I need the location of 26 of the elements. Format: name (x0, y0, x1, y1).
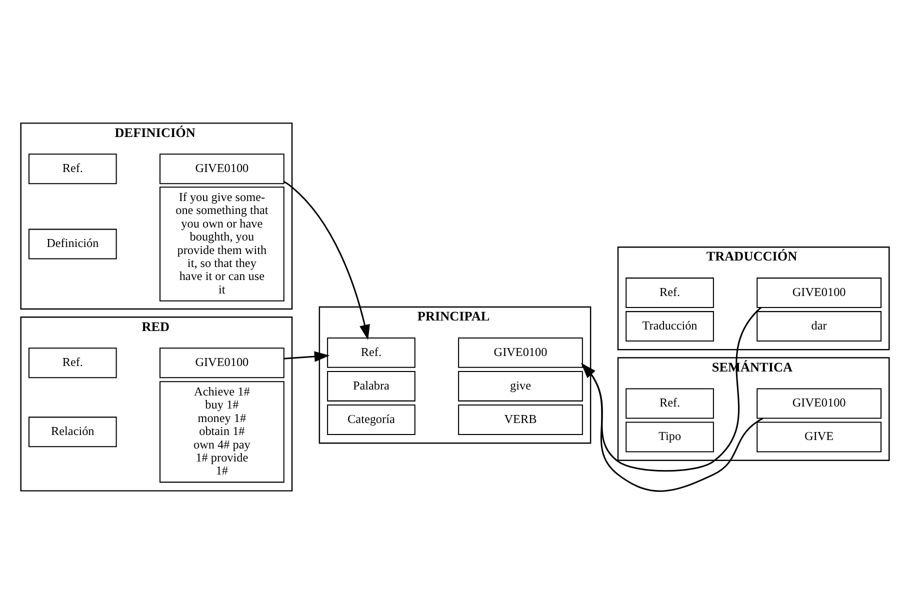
node-box: Ref. (28, 347, 117, 378)
node-box: GIVE0100 (159, 347, 284, 378)
node-box: dar (756, 310, 882, 342)
node-box: Traducción (626, 310, 714, 342)
arrow (284, 350, 330, 362)
node-box: Ref. (28, 153, 117, 184)
node-box: give (458, 370, 583, 401)
node-box: Ref. (327, 336, 416, 368)
node-box: Categoría (327, 404, 416, 434)
node-box: Ref. (626, 388, 714, 418)
node-box: GIVE0100 (159, 153, 284, 184)
node-box: If you give some-one something that you own or have boughth, you provide them with it, so that they have it or can use it (159, 186, 284, 301)
node-box: Achieve 1# buy 1# money 1# obtain 1# own 4# pay 1# provide 1# (159, 380, 284, 482)
arrow (581, 306, 762, 472)
node-box: VERB (458, 404, 583, 434)
node-box: Relación (28, 416, 117, 447)
node-box: Definición (28, 228, 117, 259)
node-box: GIVE (756, 421, 882, 452)
arrow (581, 362, 764, 492)
node-box: Tipo (626, 421, 714, 452)
arrow (284, 180, 370, 340)
node-box: Palabra (327, 370, 416, 401)
node-box: GIVE0100 (756, 388, 882, 418)
node-box: GIVE0100 (458, 336, 583, 368)
node-box: GIVE0100 (756, 277, 882, 308)
node-box: Ref. (626, 277, 714, 308)
